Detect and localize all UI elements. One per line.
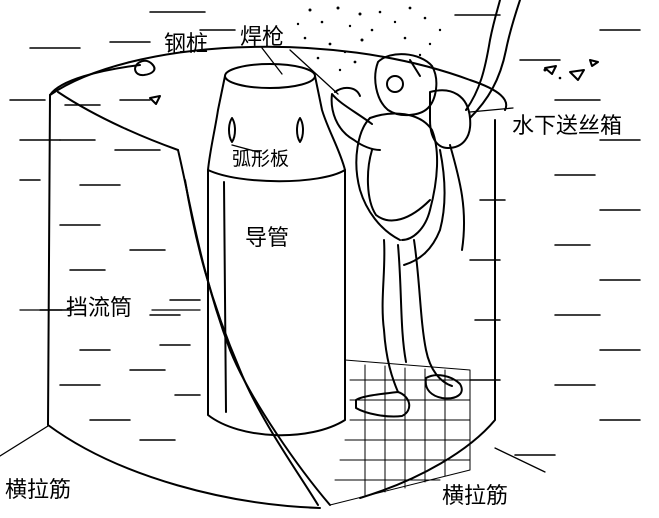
- water-lines: [9, 11, 641, 456]
- label-wire-feed-box: 水下送丝箱: [512, 114, 623, 139]
- grid-floor: [329, 359, 471, 506]
- leader-lines: [0, 47, 546, 473]
- label-flow-cylinder: 挡流筒: [66, 296, 133, 321]
- label-tie-bar-right: 横拉筋: [442, 484, 509, 509]
- guide-pipe: [207, 169, 346, 437]
- label-arc-plate: 弧形板: [232, 148, 290, 170]
- debris-2: [149, 95, 161, 105]
- label-tie-bar-left: 横拉筋: [5, 478, 72, 503]
- bubbles: [296, 6, 562, 80]
- label-guide-pipe: 导管: [245, 226, 290, 251]
- steel-pile: [207, 63, 346, 171]
- diver: [330, 0, 521, 418]
- label-steel-pile: 钢桩: [164, 32, 209, 57]
- debris-3: [544, 59, 599, 81]
- flow-cylinder: [47, 45, 508, 509]
- label-welding-torch: 焊枪: [240, 25, 285, 50]
- debris-1: [134, 59, 156, 77]
